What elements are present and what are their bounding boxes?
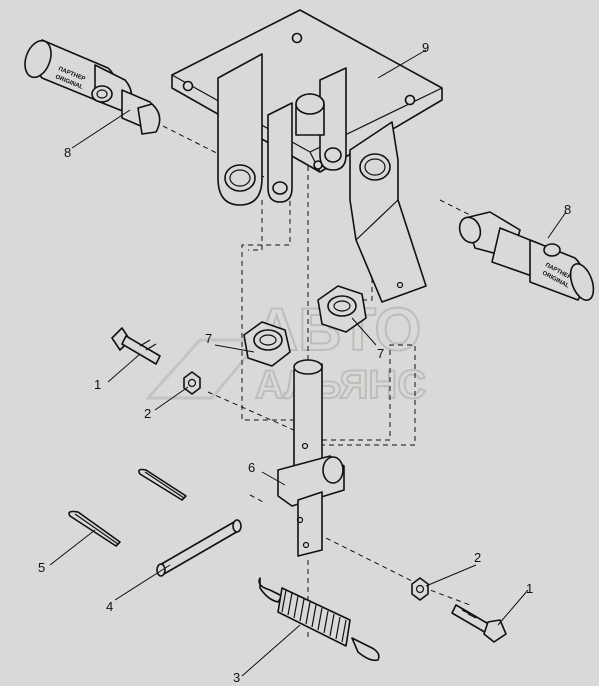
mounting-bracket (171, 9, 443, 303)
small-nut-upper (183, 371, 201, 395)
callout-8-left: 8 (64, 145, 71, 160)
callout-1-lower: 1 (526, 581, 533, 596)
spring (258, 577, 380, 662)
callout-2-lower: 2 (474, 550, 481, 565)
callout-8-right: 8 (564, 202, 571, 217)
callout-5: 5 (38, 560, 45, 575)
callout-7-right: 7 (377, 346, 384, 361)
callout-numbers: 1 1 2 2 3 4 5 6 7 7 8 8 9 (38, 40, 571, 685)
cotter-pin-lower (68, 510, 121, 547)
bolt-lower-right (451, 604, 507, 643)
lever (277, 359, 345, 557)
callout-9: 9 (422, 40, 429, 55)
leader-lines (49, 49, 567, 677)
callout-7-left: 7 (205, 331, 212, 346)
pin (156, 519, 242, 577)
bolt-upper-left (111, 327, 161, 365)
callout-1-upper: 1 (94, 377, 101, 392)
nut-left (243, 321, 291, 367)
watermark-line2: АЛЬЯНС (255, 363, 426, 407)
callout-2-upper: 2 (144, 406, 151, 421)
small-nut-lower (411, 577, 429, 601)
watermark-logo (144, 338, 264, 400)
callout-3: 3 (233, 670, 240, 685)
spring-coils (281, 589, 347, 643)
callout-6: 6 (248, 460, 255, 475)
cylinder-left: ПАРТНЕР ORIGINAL (24, 39, 161, 135)
cotter-pin-upper (138, 468, 187, 501)
cylinder-right: ПАРТНЕР ORIGINAL (458, 211, 595, 301)
callout-4: 4 (106, 599, 113, 614)
